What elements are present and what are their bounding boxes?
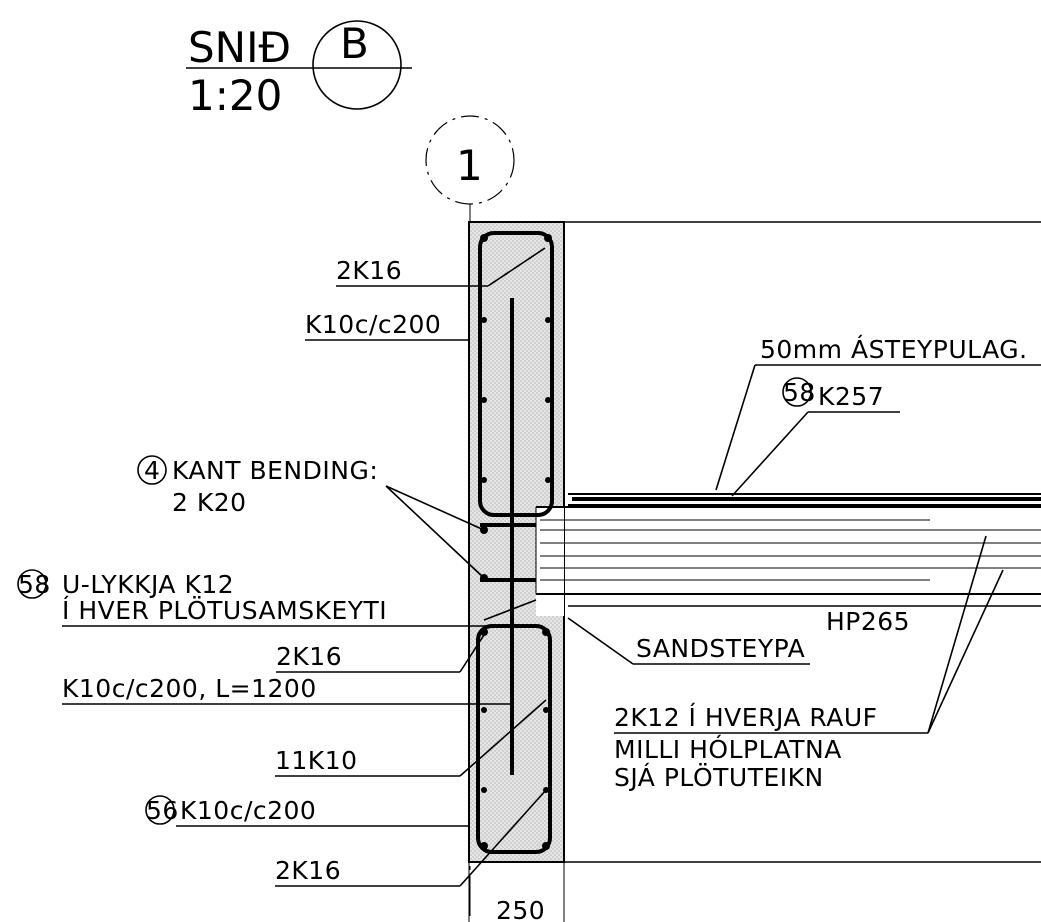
mesh-mark-circle [782, 377, 812, 407]
label-slot-line3: SJÁ PLÖTUTEIKN [614, 763, 824, 792]
label-mesh-mark: 58 [783, 378, 816, 407]
annotations: 2K16 K10c/c200 50mm ÁSTEYPULAG. 58 K257 … [17, 256, 1028, 885]
upper-stirrup [478, 231, 554, 517]
loop-mark-circle [17, 569, 47, 599]
label-side-bars: 11K10 [275, 746, 358, 775]
label-mid-stirrup: K10c/c200, L=1200 [62, 674, 317, 703]
label-topping: 50mm ÁSTEYPULAG. [760, 335, 1028, 364]
label-loop-line1: U-LYKKJA K12 [62, 570, 234, 599]
label-loop-mark: 58 [18, 570, 51, 599]
label-mid-rebar: 2K16 [276, 642, 342, 671]
label-edge-line1: KANT BENDING: [172, 456, 378, 485]
edge-mark-circle [137, 455, 167, 485]
slab-notch [536, 506, 564, 616]
label-lower-stirrup: K10c/c200 [180, 796, 316, 825]
label-top-rebar: 2K16 [336, 256, 402, 285]
grid-axis-label: 1 [456, 141, 483, 190]
title-block: SNIÐ 1:20 B [186, 19, 412, 120]
title-scale: 1:20 [188, 71, 282, 120]
label-edge-mark: 4 [144, 456, 160, 485]
label-loop-line2: Í HVER PLÖTUSAMSKEYTI [62, 596, 387, 625]
label-slot-line1: 2K12 Í HVERJA RAUF [614, 703, 878, 732]
label-lower-mark: 56 [146, 796, 179, 825]
concrete-wall [468, 221, 565, 863]
label-edge-line2: 2 K20 [172, 488, 247, 517]
title-section-letter: B [340, 19, 369, 68]
label-slab: HP265 [826, 607, 910, 636]
section-circle [312, 20, 402, 110]
label-bottom-rebar: 2K16 [275, 856, 341, 885]
title-name: SNIÐ [188, 23, 291, 72]
width-dimension: 250 [468, 862, 565, 922]
leader-lines [62, 247, 1041, 887]
label-mesh: K257 [818, 382, 884, 411]
lower-mark-circle [145, 795, 175, 825]
label-top-stirrup: K10c/c200 [305, 310, 441, 339]
label-grout: SANDSTEYPA [636, 634, 805, 663]
dim-value: 250 [496, 896, 545, 922]
label-slot-line2: MILLI HÓLPLATNA [614, 734, 842, 764]
slab-elements [535, 221, 1041, 863]
